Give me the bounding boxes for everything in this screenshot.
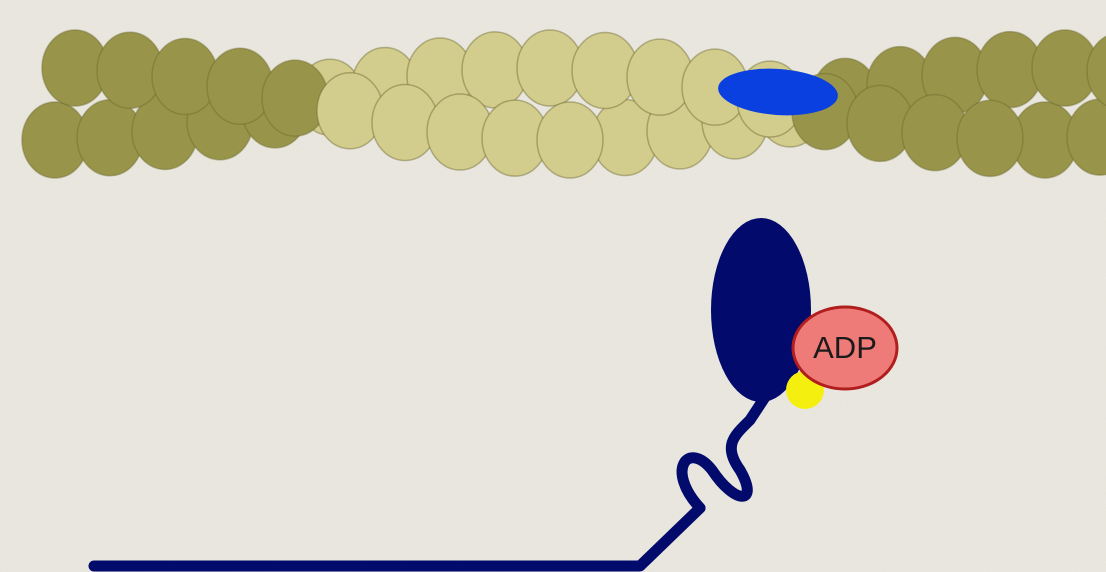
actin-monomer	[537, 102, 603, 178]
adp-label: ADP	[813, 330, 877, 365]
adp-molecule: ADP	[793, 307, 897, 389]
actin-monomer	[957, 100, 1023, 176]
